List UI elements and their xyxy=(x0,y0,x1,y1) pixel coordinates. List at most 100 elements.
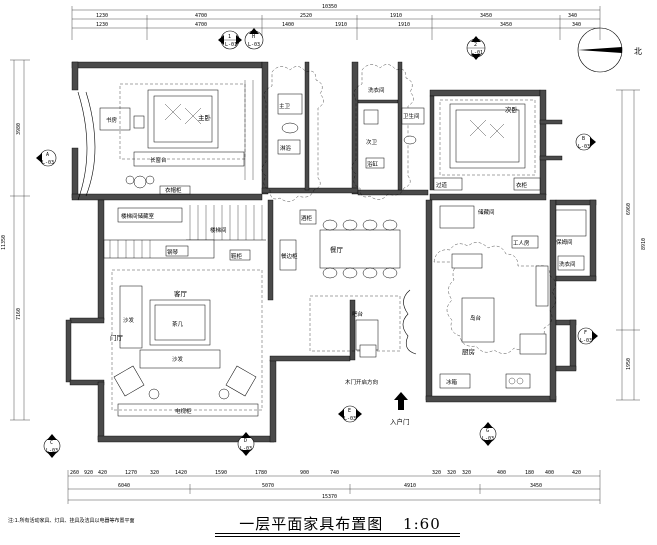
section-tag-ref: L-03 xyxy=(482,436,494,442)
dim-top-1: 1230 xyxy=(96,13,108,19)
dim-right-total: 8910 xyxy=(641,238,647,250)
label-laundry: 洗衣间 xyxy=(368,86,385,94)
label-shower: 淋浴 xyxy=(280,144,292,152)
dim-bot2-3: 4910 xyxy=(404,483,416,489)
section-tag: F L-03 xyxy=(577,327,598,345)
label-laundry2: 洗衣间 xyxy=(559,260,576,268)
section-tag-num: G xyxy=(486,428,489,434)
dim-bot-4: 1270 xyxy=(125,470,137,476)
section-tag: 2 L-01 xyxy=(466,36,486,60)
label-stair: 楼梯间 xyxy=(210,226,227,234)
label-guest-bedroom: 次卧 xyxy=(505,105,519,114)
label-fridge: 冰箱 xyxy=(446,378,458,386)
walls xyxy=(65,61,597,443)
dim-top2-3: 1400 xyxy=(282,22,294,28)
label-bathtub: 浴缸 xyxy=(367,160,379,168)
dim-bot2-4: 3450 xyxy=(530,483,542,489)
entrance-arrow-icon xyxy=(394,392,408,410)
section-tag: C L-03 xyxy=(43,434,61,458)
dim-top2-7: 340 xyxy=(572,22,581,28)
label-staircase-storage: 楼梯间储藏室 xyxy=(121,212,155,220)
top-dimensions: 10350 1230 4700 2520 1910 3450 340 1230 … xyxy=(71,4,601,40)
section-tag-num: 2 xyxy=(474,42,477,48)
section-tag: A L-03 xyxy=(36,149,57,167)
left-dimensions: 11350 3980 7160 xyxy=(1,59,30,421)
label-bath2: 次卫 xyxy=(366,138,378,146)
label-hall: 门厅 xyxy=(110,333,124,342)
dim-top-2: 4700 xyxy=(195,13,207,19)
dim-top-4: 1910 xyxy=(390,13,402,19)
dim-bot-1: 260 xyxy=(70,470,79,476)
dim-bot-13: 320 xyxy=(462,470,471,476)
section-tag: B L-03 xyxy=(575,133,596,151)
drawing-scale: 1:60 xyxy=(403,515,441,533)
label-island: 岛台 xyxy=(470,314,482,322)
dim-bot-9: 900 xyxy=(300,470,309,476)
section-tag-num: F xyxy=(584,330,587,336)
stair-area: 楼梯间储藏室 楼梯间 钢琴 鞋柜 xyxy=(103,205,266,261)
section-tag-ref: L-03 xyxy=(42,160,54,166)
dim-bot-14: 400 xyxy=(497,470,506,476)
section-tag-ref: L-03 xyxy=(344,416,356,422)
label-coffee-table: 茶几 xyxy=(172,320,184,328)
label-bay-window: 长窗台 xyxy=(150,156,167,164)
dim-bot2-1: 6040 xyxy=(118,483,130,489)
dim-right-2: 1950 xyxy=(626,358,632,370)
dim-top-6: 340 xyxy=(568,13,577,19)
section-tag-num: B xyxy=(582,136,585,142)
dim-top2-6: 3450 xyxy=(500,22,512,28)
title-underline-2 xyxy=(215,536,460,537)
section-tag: D L-03 xyxy=(237,432,255,456)
label-entrance: 入户门 xyxy=(390,417,410,426)
section-tag-ref: L-03 xyxy=(240,446,252,452)
living-room: 沙发 客厅 茶几 沙发 电视柜 门厅 xyxy=(110,269,263,417)
dim-top2-1: 1230 xyxy=(96,22,108,28)
section-tag-ref: L-03 xyxy=(248,42,260,48)
dim-bot-11: 320 xyxy=(432,470,441,476)
label-toilet: 卫生间 xyxy=(403,112,420,120)
dim-bot-10: 740 xyxy=(330,470,339,476)
dim-bot-17: 420 xyxy=(572,470,581,476)
label-wine-cabinet: 酒柜 xyxy=(301,214,313,222)
label-nanny-room: 工人房 xyxy=(513,239,530,247)
section-tag: H L-03 xyxy=(244,28,264,50)
label-sofa-left: 沙发 xyxy=(123,316,135,324)
right-dimensions: 8910 6960 1950 xyxy=(616,89,647,401)
section-tag-num: H xyxy=(252,34,255,40)
label-study: 书房 xyxy=(106,116,118,124)
dim-bot2-2: 5070 xyxy=(262,483,274,489)
label-master-bath: 主卫 xyxy=(279,102,291,110)
section-tag-num: E xyxy=(348,408,351,414)
label-corridor: 过道 xyxy=(436,181,448,189)
dim-bot-16: 400 xyxy=(545,470,554,476)
north-label: 北 xyxy=(634,47,642,56)
master-bedroom: 书房 主卧 长窗台 衣帽柜 xyxy=(77,80,254,201)
dim-top-3: 2520 xyxy=(300,13,312,19)
drawing-title: 一层平面家具布置图 1:60 xyxy=(215,513,465,534)
dim-bot-6: 1420 xyxy=(175,470,187,476)
section-tag-num: C xyxy=(50,440,53,446)
section-tag-ref: L-01 xyxy=(225,42,237,48)
label-nanny-bath: 保姆间 xyxy=(556,238,573,246)
dim-top2-4: 1910 xyxy=(335,22,347,28)
section-tag: E L-03 xyxy=(338,405,362,423)
dim-bot-15: 180 xyxy=(525,470,534,476)
dim-left-2: 7160 xyxy=(16,308,22,320)
label-master-bedroom: 主卧 xyxy=(198,113,212,122)
dim-top2-5: 1910 xyxy=(398,22,410,28)
kitchen: 岛台 厨房 冰箱 xyxy=(433,242,556,389)
label-bar-counter: 吧台 xyxy=(352,310,364,318)
bathrooms: 主卫 淋浴 洗衣间 卫生间 次卫 浴缸 xyxy=(261,64,425,202)
title-underline xyxy=(215,533,460,534)
guest-bedroom: 次卧 衣柜 过道 xyxy=(433,99,541,191)
label-wardrobe: 衣柜 xyxy=(516,181,528,189)
dim-top-5: 3450 xyxy=(480,13,492,19)
dim-top2-2: 4700 xyxy=(195,22,207,28)
label-dining: 餐厅 xyxy=(330,245,344,254)
dim-bot-7: 1590 xyxy=(215,470,227,476)
label-door-note: 木门开启方向 xyxy=(345,378,378,386)
label-living: 客厅 xyxy=(174,289,188,298)
dining-room: 餐厅 餐边柜 酒柜 吧台 木门开启方向 入户门 xyxy=(279,209,417,426)
nanny-rooms: 储藏间 工人房 保姆间 洗衣间 xyxy=(439,205,587,271)
label-sofa-bottom: 沙发 xyxy=(172,355,184,363)
